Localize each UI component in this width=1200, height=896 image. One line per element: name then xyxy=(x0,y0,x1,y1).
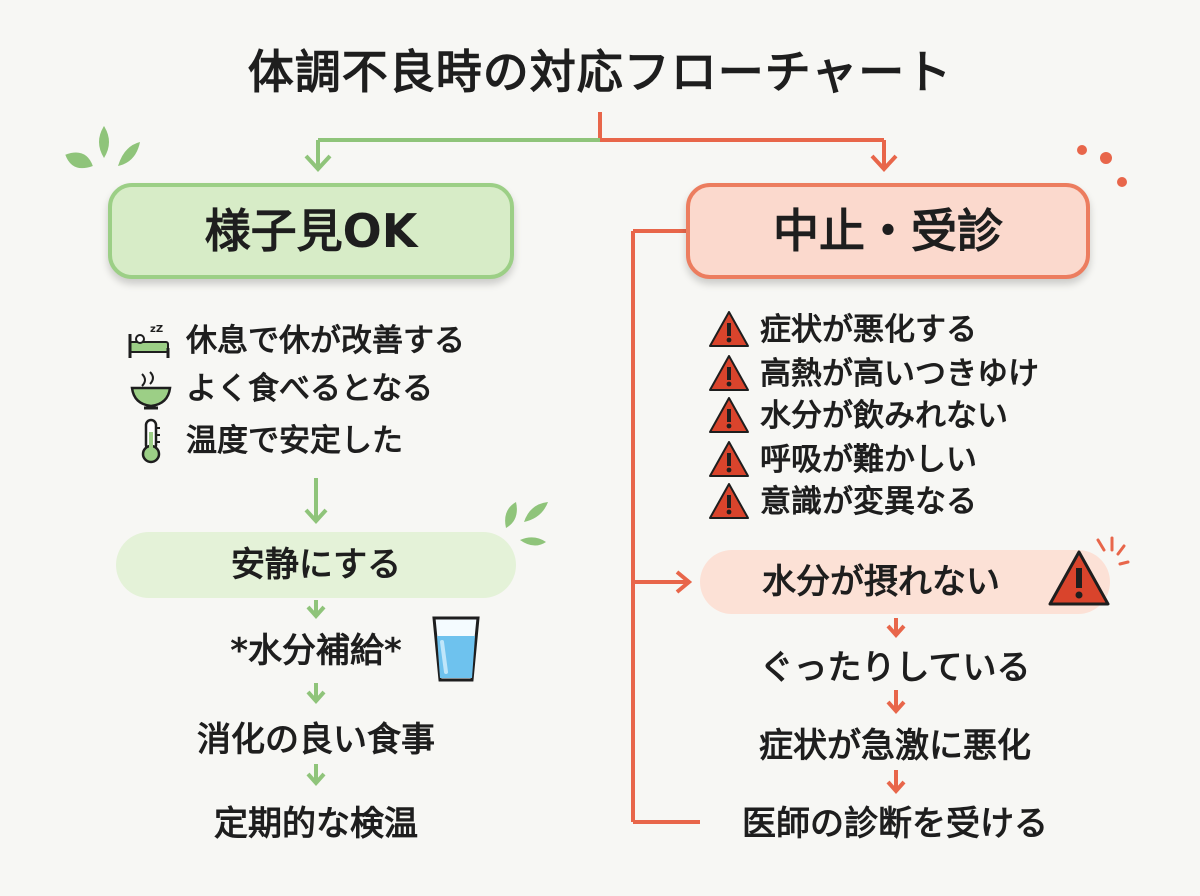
warning-triangle-icon xyxy=(708,394,750,438)
see-doctor-step: 医師の診断を受ける xyxy=(742,804,1048,844)
warning-text: 呼吸が難かしい xyxy=(760,442,977,478)
sleeping-in-bed-icon: zZ xyxy=(126,318,176,364)
stop-heading-box: 中止・受診 xyxy=(686,183,1090,279)
warning-text: 症状が悪化する xyxy=(760,312,977,348)
ok-condition-3: 温度で安定した xyxy=(126,418,403,464)
ok-heading-box: 様子見OK xyxy=(108,183,514,279)
warning-item-3: 水分が飲みれない xyxy=(708,394,1008,438)
leaf-decoration-top-left xyxy=(65,126,140,169)
page-title: 体調不良時の対応フローチャート xyxy=(247,45,953,99)
hydrate-step: *水分補給* xyxy=(230,631,402,671)
ok-condition-1: zZ 休息で休が改善する xyxy=(126,318,465,364)
warning-item-2: 高熱が高いつきゆけ xyxy=(708,352,1039,396)
warning-text: 意識が変異なる xyxy=(760,484,977,520)
svg-text:zZ: zZ xyxy=(150,324,163,335)
limp-step: ぐったりしている xyxy=(759,648,1031,688)
warning-triangle-icon xyxy=(708,308,750,352)
warning-triangle-icon xyxy=(708,352,750,396)
warning-item-4: 呼吸が難かしい xyxy=(708,438,977,482)
ok-condition-text: 温度で安定した xyxy=(186,423,403,459)
warning-item-5: 意識が変異なる xyxy=(708,480,977,524)
warning-item-1: 症状が悪化する xyxy=(708,308,977,352)
right-flow-arrows xyxy=(886,618,906,795)
ok-condition-2: よく食べるとなる xyxy=(126,366,433,412)
top-branch-connector xyxy=(304,112,898,172)
alert-burst-decoration xyxy=(1096,536,1130,566)
water-glass-icon xyxy=(428,612,484,686)
food-bowl-icon xyxy=(126,366,176,412)
thermometer-icon xyxy=(126,418,176,464)
warning-triangle-icon xyxy=(1046,548,1112,610)
warning-triangle-icon xyxy=(708,480,750,524)
rapid-worsening-step: 症状が急激に悪化 xyxy=(759,726,1031,766)
ok-condition-text: 休息で休が改善する xyxy=(186,323,465,359)
right-bracket-connector xyxy=(631,229,700,824)
warning-text: 水分が飲みれない xyxy=(760,398,1008,434)
rest-step-pill: 安静にする xyxy=(116,532,516,598)
dot-decoration-top-right xyxy=(1077,145,1127,187)
warning-triangle-icon xyxy=(708,438,750,482)
ok-condition-text: よく食べるとなる xyxy=(186,371,434,407)
leaf-decoration-mid-right xyxy=(505,502,548,546)
warning-text: 高熱が高いつきゆけ xyxy=(760,356,1039,392)
cannot-drink-highlight-pill: 水分が摂れない xyxy=(700,550,1110,614)
temp-check-step: 定期的な検温 xyxy=(214,804,418,844)
left-flow-arrows xyxy=(304,478,328,787)
meal-step: 消化の良い食事 xyxy=(197,720,435,760)
